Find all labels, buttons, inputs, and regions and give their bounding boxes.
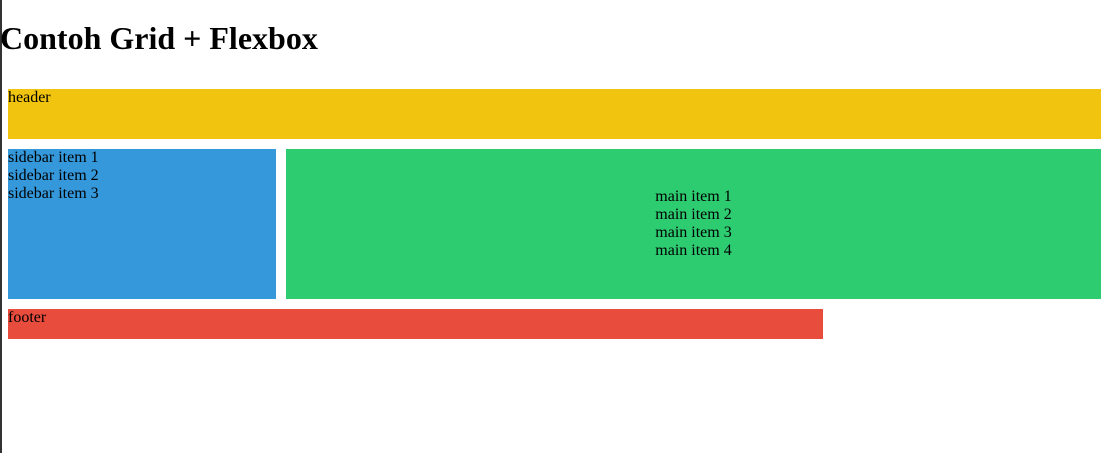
main-item-2: main item 2 [655,206,732,223]
footer-block: footer [8,309,823,339]
main-item-4: main item 4 [655,242,732,259]
page-title: Contoh Grid + Flexbox [0,20,318,56]
sidebar-item-1: sidebar item 1 [8,149,99,166]
main-item-list: main item 1 main item 2 main item 3 main… [655,188,731,260]
sidebar-item-2: sidebar item 2 [8,167,99,184]
header-label: header [8,89,51,106]
main-item-1: main item 1 [655,188,732,205]
main-item-3: main item 3 [655,224,732,241]
sidebar-item-3: sidebar item 3 [8,185,99,202]
main-block: main item 1 main item 2 main item 3 main… [286,149,1101,299]
window-left-border [0,0,2,453]
header-block: header [8,89,1101,139]
footer-label: footer [8,309,47,326]
sidebar-block: sidebar item 1 sidebar item 2 sidebar it… [8,149,276,299]
